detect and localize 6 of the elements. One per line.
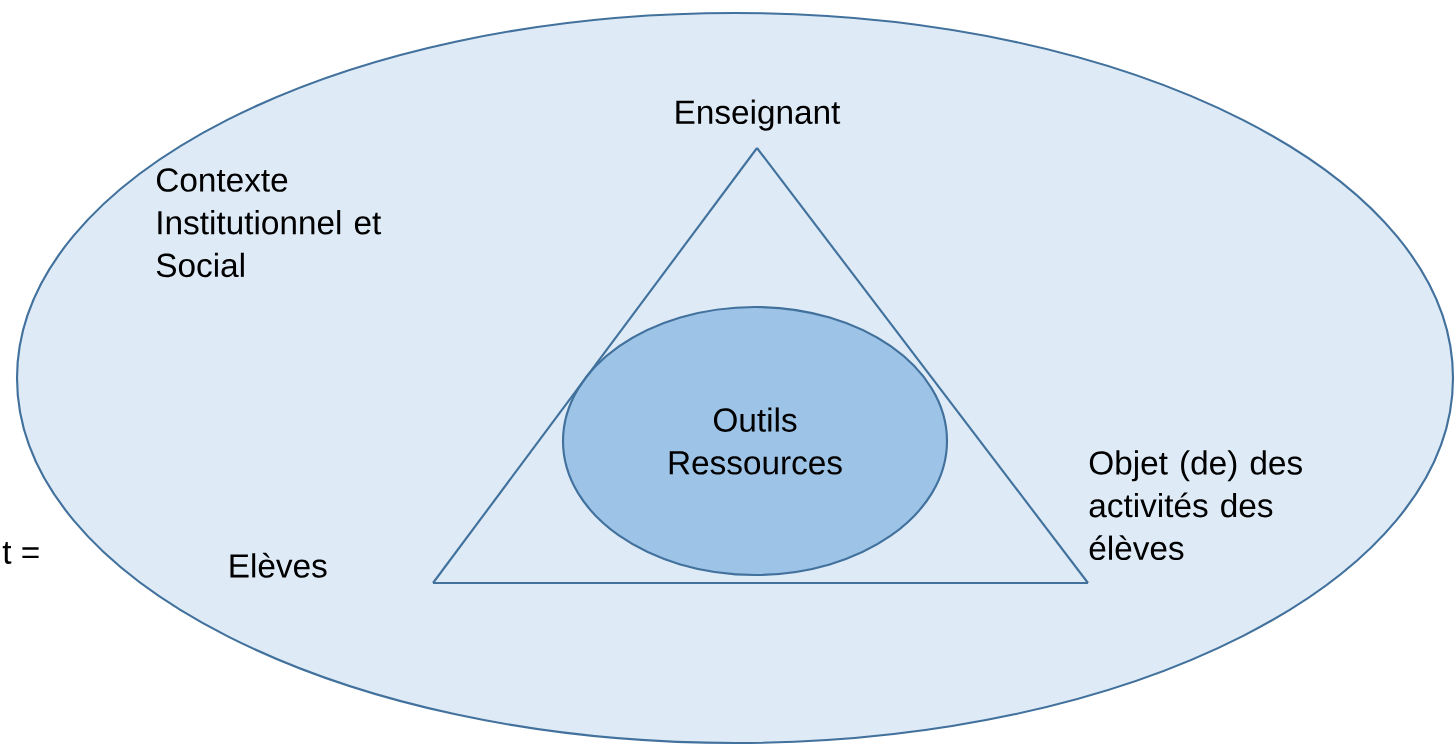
vertex-label: Objet (de) des activités des élèves <box>1089 450 1302 561</box>
triangle-side <box>433 581 1088 585</box>
triangle-side <box>432 147 758 584</box>
triangle-side <box>756 147 1089 584</box>
vertex-label: Elèves <box>230 552 327 578</box>
vertex-label: Enseignant <box>676 99 841 131</box>
